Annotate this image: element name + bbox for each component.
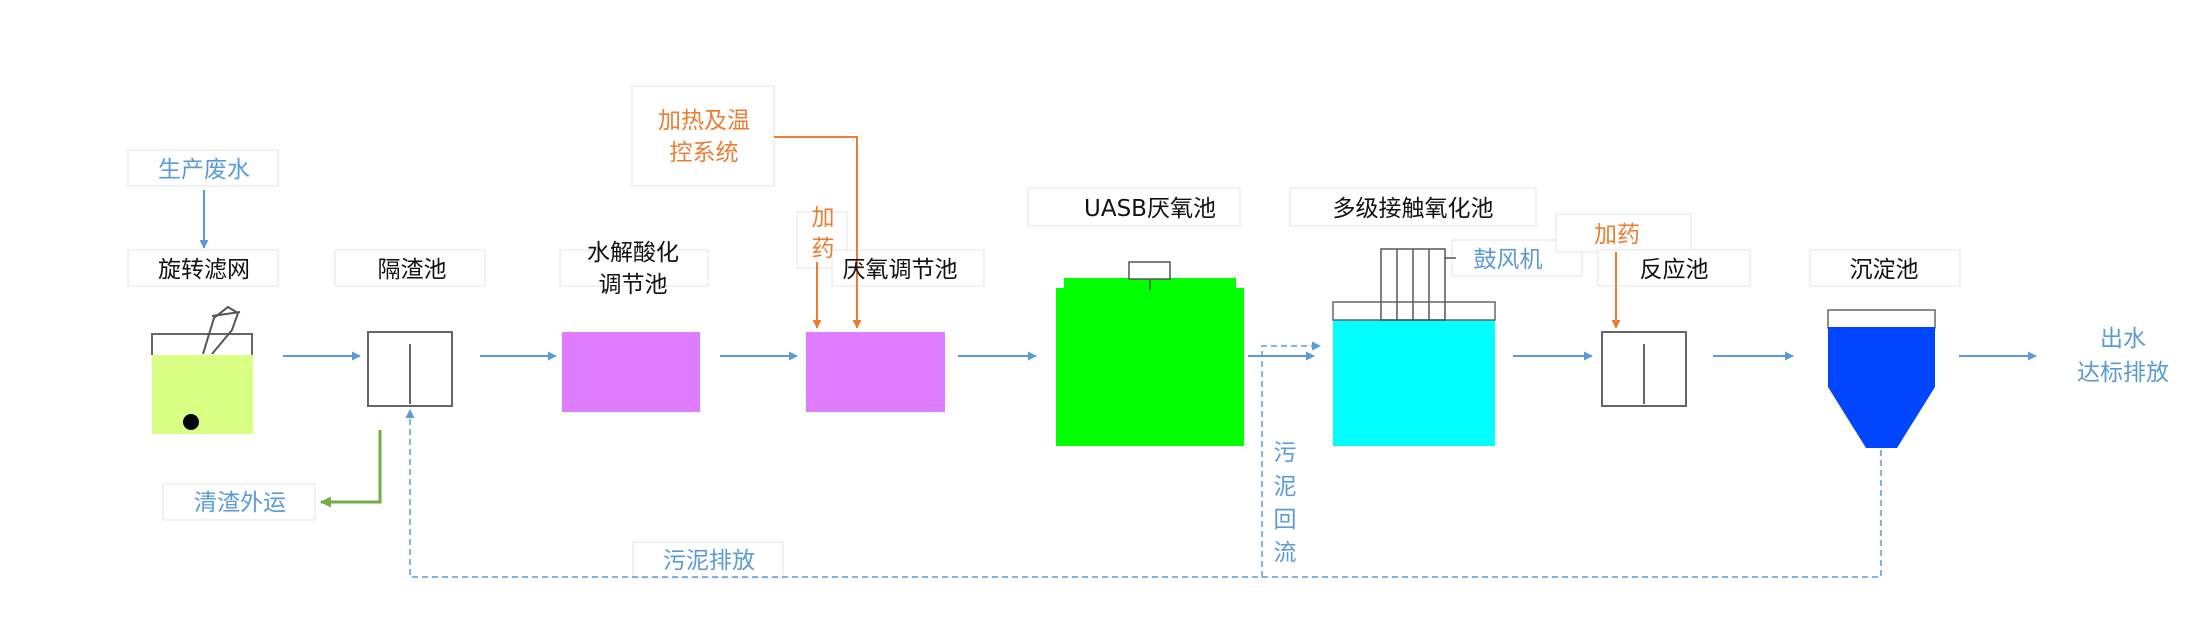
sludge-return-label-3: 回 — [1274, 507, 1297, 533]
grit-tank-label-box — [334, 249, 486, 287]
sludge-return-line — [1261, 341, 1321, 577]
aeration-pipes — [1380, 248, 1456, 321]
slag-removal-arrow — [319, 430, 382, 508]
sludge-discharge-label: 污泥排放 — [663, 548, 755, 574]
heating-label-line2: 控系统 — [670, 140, 739, 166]
settling-tank-label-box — [1809, 249, 1961, 287]
contact-oxidation-label-box — [1289, 187, 1537, 227]
dosing-right-label-box — [1555, 213, 1692, 253]
uasb-separator — [1128, 261, 1171, 280]
dosing-left-label-line2: 药 — [812, 236, 835, 262]
anaerobic-adjust-tank — [806, 332, 945, 412]
contact-oxidation-tank — [1332, 248, 1496, 446]
settling-tank-label: 沉淀池 — [1850, 257, 1919, 283]
source-label-box — [127, 149, 279, 187]
reaction-tank-label: 反应池 — [1640, 257, 1709, 283]
sludge-discharge-line — [405, 409, 1882, 578]
contact-oxidation-label: 多级接触氧化池 — [1333, 196, 1494, 222]
settling-tank — [1827, 309, 1936, 448]
uasb-tank — [1056, 261, 1244, 446]
slag-removal-label-box — [162, 483, 316, 521]
sludge-return-label-1: 污 — [1274, 440, 1297, 466]
hydrolysis-label-line2: 调节池 — [599, 272, 668, 298]
blower-label: 鼓风机 — [1474, 247, 1543, 273]
reaction-tank — [1601, 331, 1687, 407]
dosing-arrows — [774, 136, 1621, 329]
dosing-left-label-line1: 加 — [812, 205, 835, 231]
hydrolysis-label-box — [559, 249, 709, 287]
heating-label-line1: 加热及温 — [658, 108, 750, 134]
uasb-label-box — [1027, 187, 1241, 227]
rotary-screen-label: 旋转滤网 — [158, 257, 250, 283]
effluent-label-line2: 达标排放 — [2077, 360, 2169, 386]
hydrolysis-label-line1: 水解酸化 — [587, 240, 679, 266]
uasb-label: UASB厌氧池 — [1084, 196, 1216, 222]
reaction-tank-label-box — [1597, 249, 1751, 287]
rotary-screen-chute — [202, 305, 240, 355]
dosing-right-label: 加药 — [1594, 222, 1640, 248]
sludge-lines — [405, 341, 1882, 578]
rotary-screen-drum — [183, 414, 199, 430]
heating-label-box — [631, 85, 775, 187]
sludge-discharge-label-box — [632, 541, 784, 579]
grit-tank — [367, 331, 453, 407]
rotary-screen-tank — [152, 355, 253, 434]
main-flow-arrows — [199, 190, 2037, 361]
rotary-screen-unit — [151, 305, 253, 434]
sludge-return-label-2: 泥 — [1274, 474, 1297, 500]
slag-removal-label: 清渣外运 — [194, 490, 286, 516]
hydrolysis-tank — [562, 332, 700, 412]
anaerobic-adjust-label: 厌氧调节池 — [843, 257, 958, 283]
heating-arrow — [774, 136, 862, 329]
sludge-return-label-4: 流 — [1274, 540, 1297, 566]
source-label: 生产废水 — [158, 157, 250, 183]
effluent-label-line1: 出水 — [2100, 326, 2146, 352]
rotary-screen-label-box — [127, 249, 279, 287]
grit-tank-label: 隔渣池 — [378, 257, 447, 283]
rotary-screen-frame — [151, 333, 253, 355]
